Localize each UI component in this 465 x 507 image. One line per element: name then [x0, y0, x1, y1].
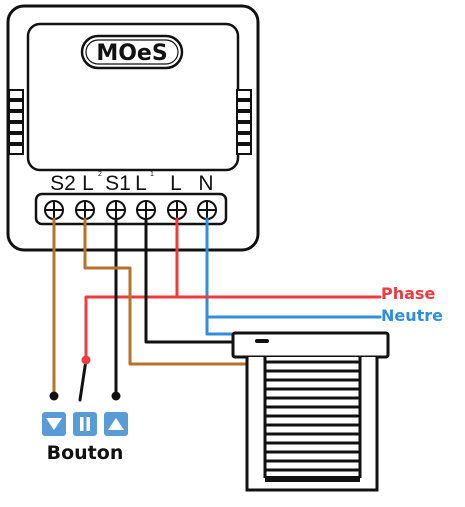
moes-logo: MOeS — [80, 34, 184, 70]
screw-icon — [197, 200, 217, 220]
terminal-label-l2: L — [82, 172, 94, 195]
wire-l2-brown — [83, 217, 250, 366]
wire-l1-black — [144, 217, 237, 344]
module-right-vent — [236, 89, 252, 155]
wires — [52, 217, 382, 402]
down-arrow-icon — [42, 412, 66, 436]
screw-icon — [75, 200, 95, 220]
terminal-label-l2-sup: 2 — [98, 171, 102, 178]
brand-logo-text: MOeS — [96, 41, 167, 66]
shutter-slats — [265, 360, 360, 472]
button-contact — [78, 358, 88, 402]
screw-icon — [136, 200, 156, 220]
pause-icon — [73, 412, 97, 436]
roller-shutter-icon — [231, 331, 390, 492]
screw-icon — [167, 200, 187, 220]
s2-terminal-dot — [49, 391, 59, 401]
terminal-label-l: L — [170, 172, 182, 195]
terminal-label-s1: S1 — [105, 172, 131, 195]
terminal-label-n: N — [198, 172, 213, 195]
button-label: Bouton — [47, 442, 124, 464]
terminal-label-s2: S2 — [50, 172, 76, 195]
terminal-label-l1-sup: 1 — [150, 171, 154, 178]
shutter-button: Bouton — [42, 412, 128, 464]
up-arrow-icon — [104, 412, 128, 436]
phase-label: Phase — [381, 284, 435, 303]
neutre-label: Neutre — [381, 306, 443, 325]
module-left-vent — [8, 89, 24, 155]
wire-endpoints — [49, 355, 121, 401]
screw-icon — [106, 200, 126, 220]
terminal-labels: S2 L 2 S1 L 1 L N — [50, 171, 213, 195]
terminal-label-l1: L — [135, 172, 147, 195]
screw-icon — [44, 200, 64, 220]
phase-terminal-dot — [81, 355, 91, 365]
moes-module: MOeS S2 L 2 S1 L 1 L N — [6, 4, 260, 252]
s1-terminal-dot — [111, 391, 121, 401]
